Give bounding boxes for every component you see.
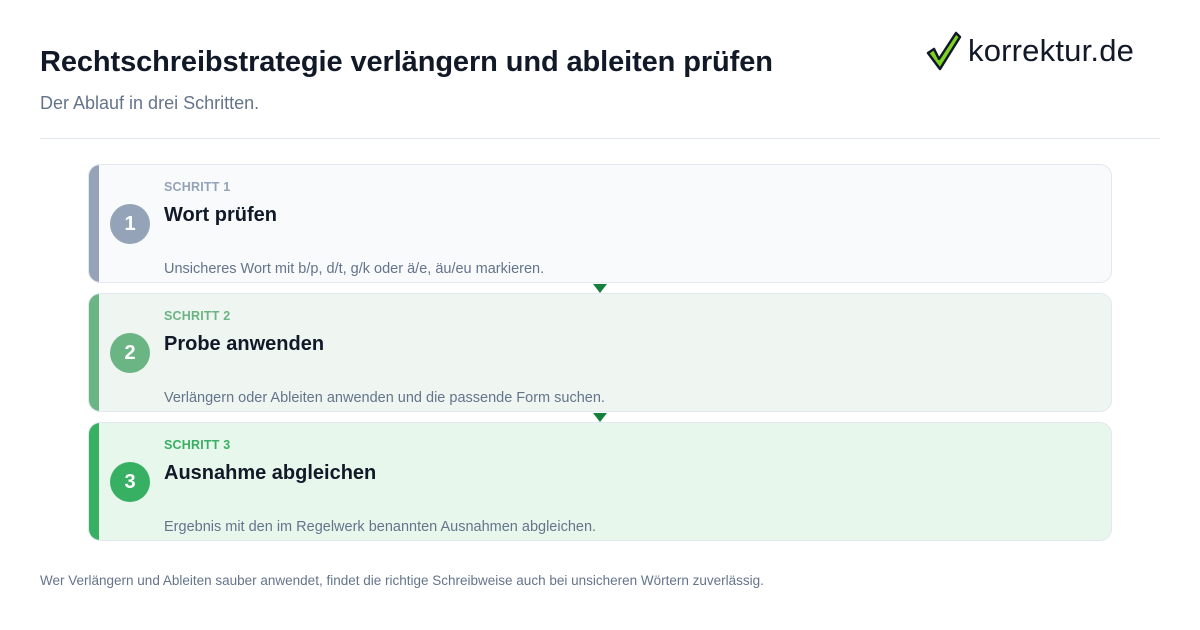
step-card-3: 3 SCHRITT 3 Ausnahme abgleichen Ergebnis… (88, 422, 1112, 541)
step-card-2: 2 SCHRITT 2 Probe anwenden Verlängern od… (88, 293, 1112, 412)
step-title: Wort prüfen (164, 204, 277, 226)
down-arrow-icon (593, 284, 607, 293)
step-accent-bar (89, 294, 99, 411)
step-number-badge: 3 (110, 462, 150, 502)
checkmark-icon (926, 30, 962, 72)
step-title: Ausnahme abgleichen (164, 462, 377, 484)
step-number-badge: 2 (110, 333, 150, 373)
footer-note: Wer Verlängern und Ableiten sauber anwen… (40, 573, 764, 588)
page-subtitle: Der Ablauf in drei Schritten. (40, 93, 260, 113)
step-kicker: SCHRITT 1 (164, 180, 231, 194)
step-description: Unsicheres Wort mit b/p, d/t, g/k oder ä… (164, 261, 545, 277)
step-kicker: SCHRITT 3 (164, 438, 231, 452)
step-number-badge: 1 (110, 204, 150, 244)
page-title: Rechtschreibstrategie verlängern und abl… (40, 46, 773, 78)
step-description: Ergebnis mit den im Regelwerk benannten … (164, 519, 597, 535)
step-kicker: SCHRITT 2 (164, 309, 231, 323)
logo-text: korrektur.de (968, 33, 1135, 68)
step-card-1: 1 SCHRITT 1 Wort prüfen Unsicheres Wort … (88, 164, 1112, 283)
step-accent-bar (89, 423, 99, 540)
step-description: Verlängern oder Ableiten anwenden und di… (164, 390, 605, 406)
header-divider (40, 138, 1160, 139)
down-arrow-icon (593, 413, 607, 422)
step-accent-bar (89, 165, 99, 282)
logo[interactable]: korrektur.de (926, 30, 1134, 72)
step-title: Probe anwenden (164, 333, 325, 355)
